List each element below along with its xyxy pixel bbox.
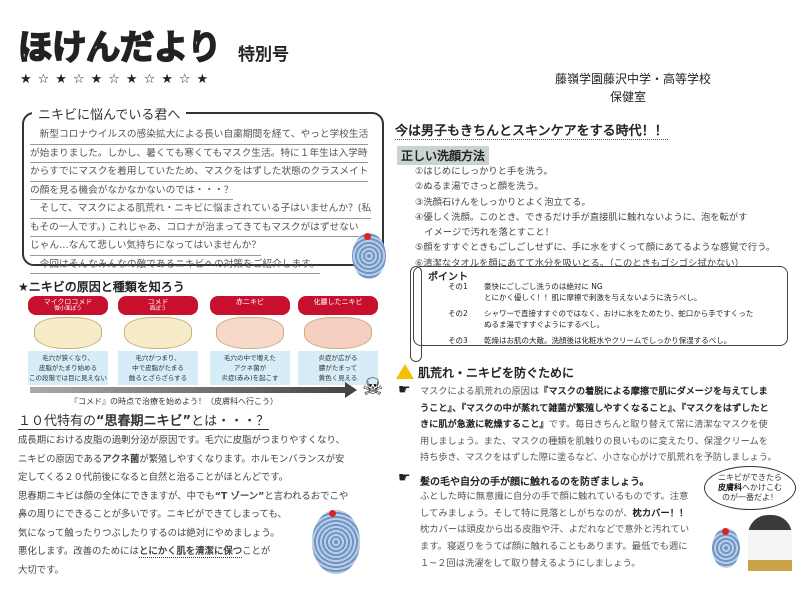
pore-illustration — [34, 317, 102, 349]
stage-desc: 毛穴の中で増えたアクネ菌が炎症(赤み)を起こす — [210, 351, 290, 385]
doctor-illustration — [748, 515, 792, 590]
hedgehog-illustration — [312, 510, 360, 574]
stage-desc: 毛穴がつまり、中で皮脂がたまる触るとざらざらする — [118, 351, 198, 385]
intro-line: そして、マスクによる肌荒れ・ニキビに悩まされている子はいませんか？(私 — [30, 200, 372, 219]
mask-paragraph: マスクによる肌荒れの原因は『マスクの着脱による摩擦で肌にダメージを与えてしま う… — [420, 386, 777, 463]
health-office: 保健室 — [610, 90, 647, 104]
intro-title: ニキビに悩んでいる君へ — [32, 104, 187, 123]
progression-arrow — [30, 387, 350, 393]
skull-icon: ☠ — [362, 373, 384, 401]
point-scroll-box — [413, 266, 788, 346]
stage-tag: マイクロコメド微小面ぽう — [28, 296, 108, 315]
comedo-note: 『コメド』の時点で治療を始めよう！（皮膚科へ行こう） — [70, 397, 278, 406]
intro-line: 今回はそんなみんなの敵であるニキビへの対策をご紹介します。 — [30, 256, 320, 274]
school-name: 藤嶺学園藤沢中学・高等学校 — [555, 72, 712, 86]
pore-illustration — [216, 317, 284, 349]
speech-bubble: ニキビができたら 皮膚科へかけこむ のが一番だよ！ — [704, 466, 796, 510]
point-title: ポイント — [428, 272, 468, 283]
wash-step: イメージで汚れを落とすこと！ — [415, 227, 554, 239]
warning-icon — [396, 364, 414, 379]
stage-red-acne: 赤ニキビ 毛穴の中で増えたアクネ菌が炎症(赤み)を起こす — [210, 296, 290, 385]
puberty-acne-body: 成長期における皮脂の過剰分泌が原因です。毛穴に皮脂がつまりやすくなり、 ニキビの… — [18, 435, 349, 576]
special-issue-badge: 特別号 — [238, 45, 289, 65]
wash-step: ③洗顔石けんをしっかりとよく泡立てる。 — [415, 196, 591, 208]
star-divider: ★☆★☆★☆★☆★☆★ — [20, 72, 215, 87]
stage-microcomedo: マイクロコメド微小面ぽう 毛穴が狭くなり、皮脂がたまり始めるこの段階では目に見え… — [28, 296, 108, 385]
stage-tag: 化膿したニキビ — [298, 296, 378, 315]
stage-subtag: 微小面ぽう — [54, 306, 82, 312]
wash-step: ⑥清潔なタオルを顔にあてて水分を吸いとる。（このときもゴシゴシ拭かない） — [415, 257, 744, 269]
intro-line: じゃん…なんて悲しい気持ちになってはいませんか？ — [30, 237, 262, 256]
intro-line: からすでにマスクを着用していたため、マスクをはずした状態のクラスメイト — [30, 163, 369, 182]
hair-hand-paragraph: ふとした時に無意識に自分の手で顔に触れているものです。注意 してみましょう。そし… — [420, 491, 690, 569]
acne-types-heading: ★ニキビの原因と種類を知ろう — [18, 280, 185, 294]
stage-pus-acne: 化膿したニキビ 炎症が広がる膿がたまって黄色く見える — [298, 296, 378, 385]
intro-line: の顔を見る機会がなかなかないのでは・・・？ — [30, 182, 234, 200]
hedgehog-illustration — [352, 233, 386, 279]
skincare-heading: 今は男子もきちんとスキンケアをする時代！！ — [395, 120, 668, 140]
face-wash-title: 正しい洗顔方法 — [397, 146, 490, 165]
arrow-head — [345, 382, 357, 398]
stage-desc: 毛穴が狭くなり、皮脂がたまり始めるこの段階では目に見えない — [28, 351, 108, 385]
wash-step: ⑤顔をすすぐときもごしごしせずに、手に水をすくって顔にあてるような感覚で行う。 — [415, 242, 776, 254]
stage-desc: 炎症が広がる膿がたまって黄色く見える — [298, 351, 378, 385]
intro-body: 新型コロナウイルスの感染拡大による長い自粛期間を経て、やっと学校生活 が始まりま… — [30, 126, 372, 274]
stage-comedo: コメド面ぽう 毛穴がつまり、中で皮脂がたまる触るとざらざらする — [118, 296, 198, 385]
puberty-acne-heading: １０代特有の“思春期ニキビ”とは・・・？ — [18, 410, 270, 430]
wash-step: ④優しく洗顔。このとき、できるだけ手が直接肌に触れないように、泡を転がす — [415, 211, 748, 223]
stage-tag: 赤ニキビ — [210, 296, 290, 315]
pore-illustration — [124, 317, 192, 349]
pointing-hand-icon: ☛ — [398, 382, 411, 398]
newsletter-title: ほけんだより — [17, 27, 222, 69]
wash-step: ②ぬるま湯でさっと顔を洗う。 — [415, 181, 544, 193]
pointing-hand-icon: ☛ — [398, 470, 411, 486]
intro-line: 新型コロナウイルスの感染拡大による長い自粛期間を経て、やっと学校生活 — [30, 126, 369, 145]
prevention-heading: 肌荒れ・ニキビを防ぐために — [396, 364, 574, 381]
intro-line: が始まりました。しかし、暑くても寒くてもマスク生活。特に１年生は入学時 — [30, 145, 368, 163]
hair-hand-heading: 髪の毛や自分の手が顔に触れるのを防ぎましょう。 — [420, 477, 650, 488]
stage-tag: コメド面ぽう — [118, 296, 198, 315]
face-wash-steps: ①はじめにしっかりと手を洗う。 ②ぬるま湯でさっと顔を洗う。 ③洗顔石けんをしっ… — [415, 164, 775, 271]
stage-subtag: 面ぽう — [149, 306, 167, 312]
hedgehog-patient-illustration — [712, 528, 740, 568]
wash-step: ①はじめにしっかりと手を洗う。 — [415, 166, 553, 177]
intro-line: もその一人です。) これじゃあ、コロナが治まってきてもマスクがはずせない — [30, 219, 359, 237]
pore-illustration — [304, 317, 372, 349]
intro-box — [22, 112, 384, 266]
scroll-roll — [410, 266, 422, 362]
